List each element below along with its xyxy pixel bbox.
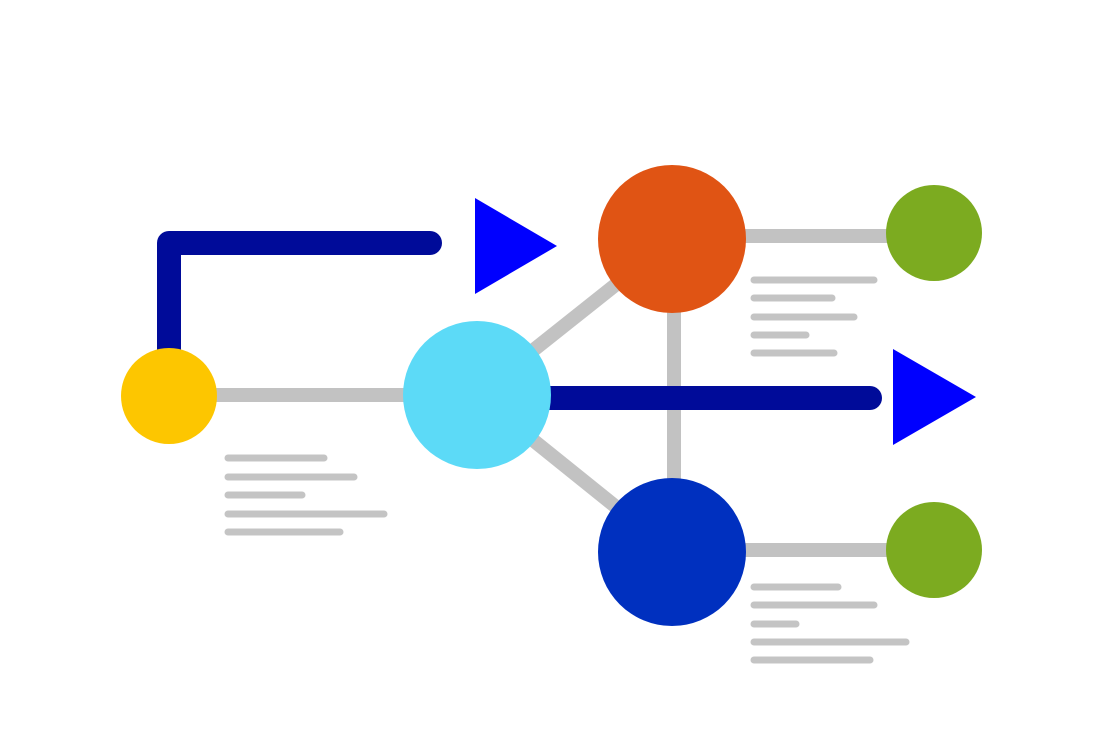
- node-lower: [598, 478, 746, 626]
- text-placeholders: [224, 276, 910, 664]
- text-block-upper: [750, 276, 878, 357]
- arrow-right-icon: [475, 198, 557, 294]
- node-hub: [403, 321, 551, 469]
- flow-paths: [157, 231, 882, 410]
- flow-path-top: [157, 231, 442, 392]
- node-leaf-bottom: [886, 502, 982, 598]
- node-upper: [598, 165, 746, 313]
- text-block-lower: [750, 583, 910, 664]
- node-start: [121, 348, 217, 444]
- arrowheads: [475, 198, 976, 445]
- arrow-right-icon: [893, 349, 976, 445]
- node-leaf-top: [886, 185, 982, 281]
- nodes: [121, 165, 982, 626]
- text-block-start: [224, 454, 388, 536]
